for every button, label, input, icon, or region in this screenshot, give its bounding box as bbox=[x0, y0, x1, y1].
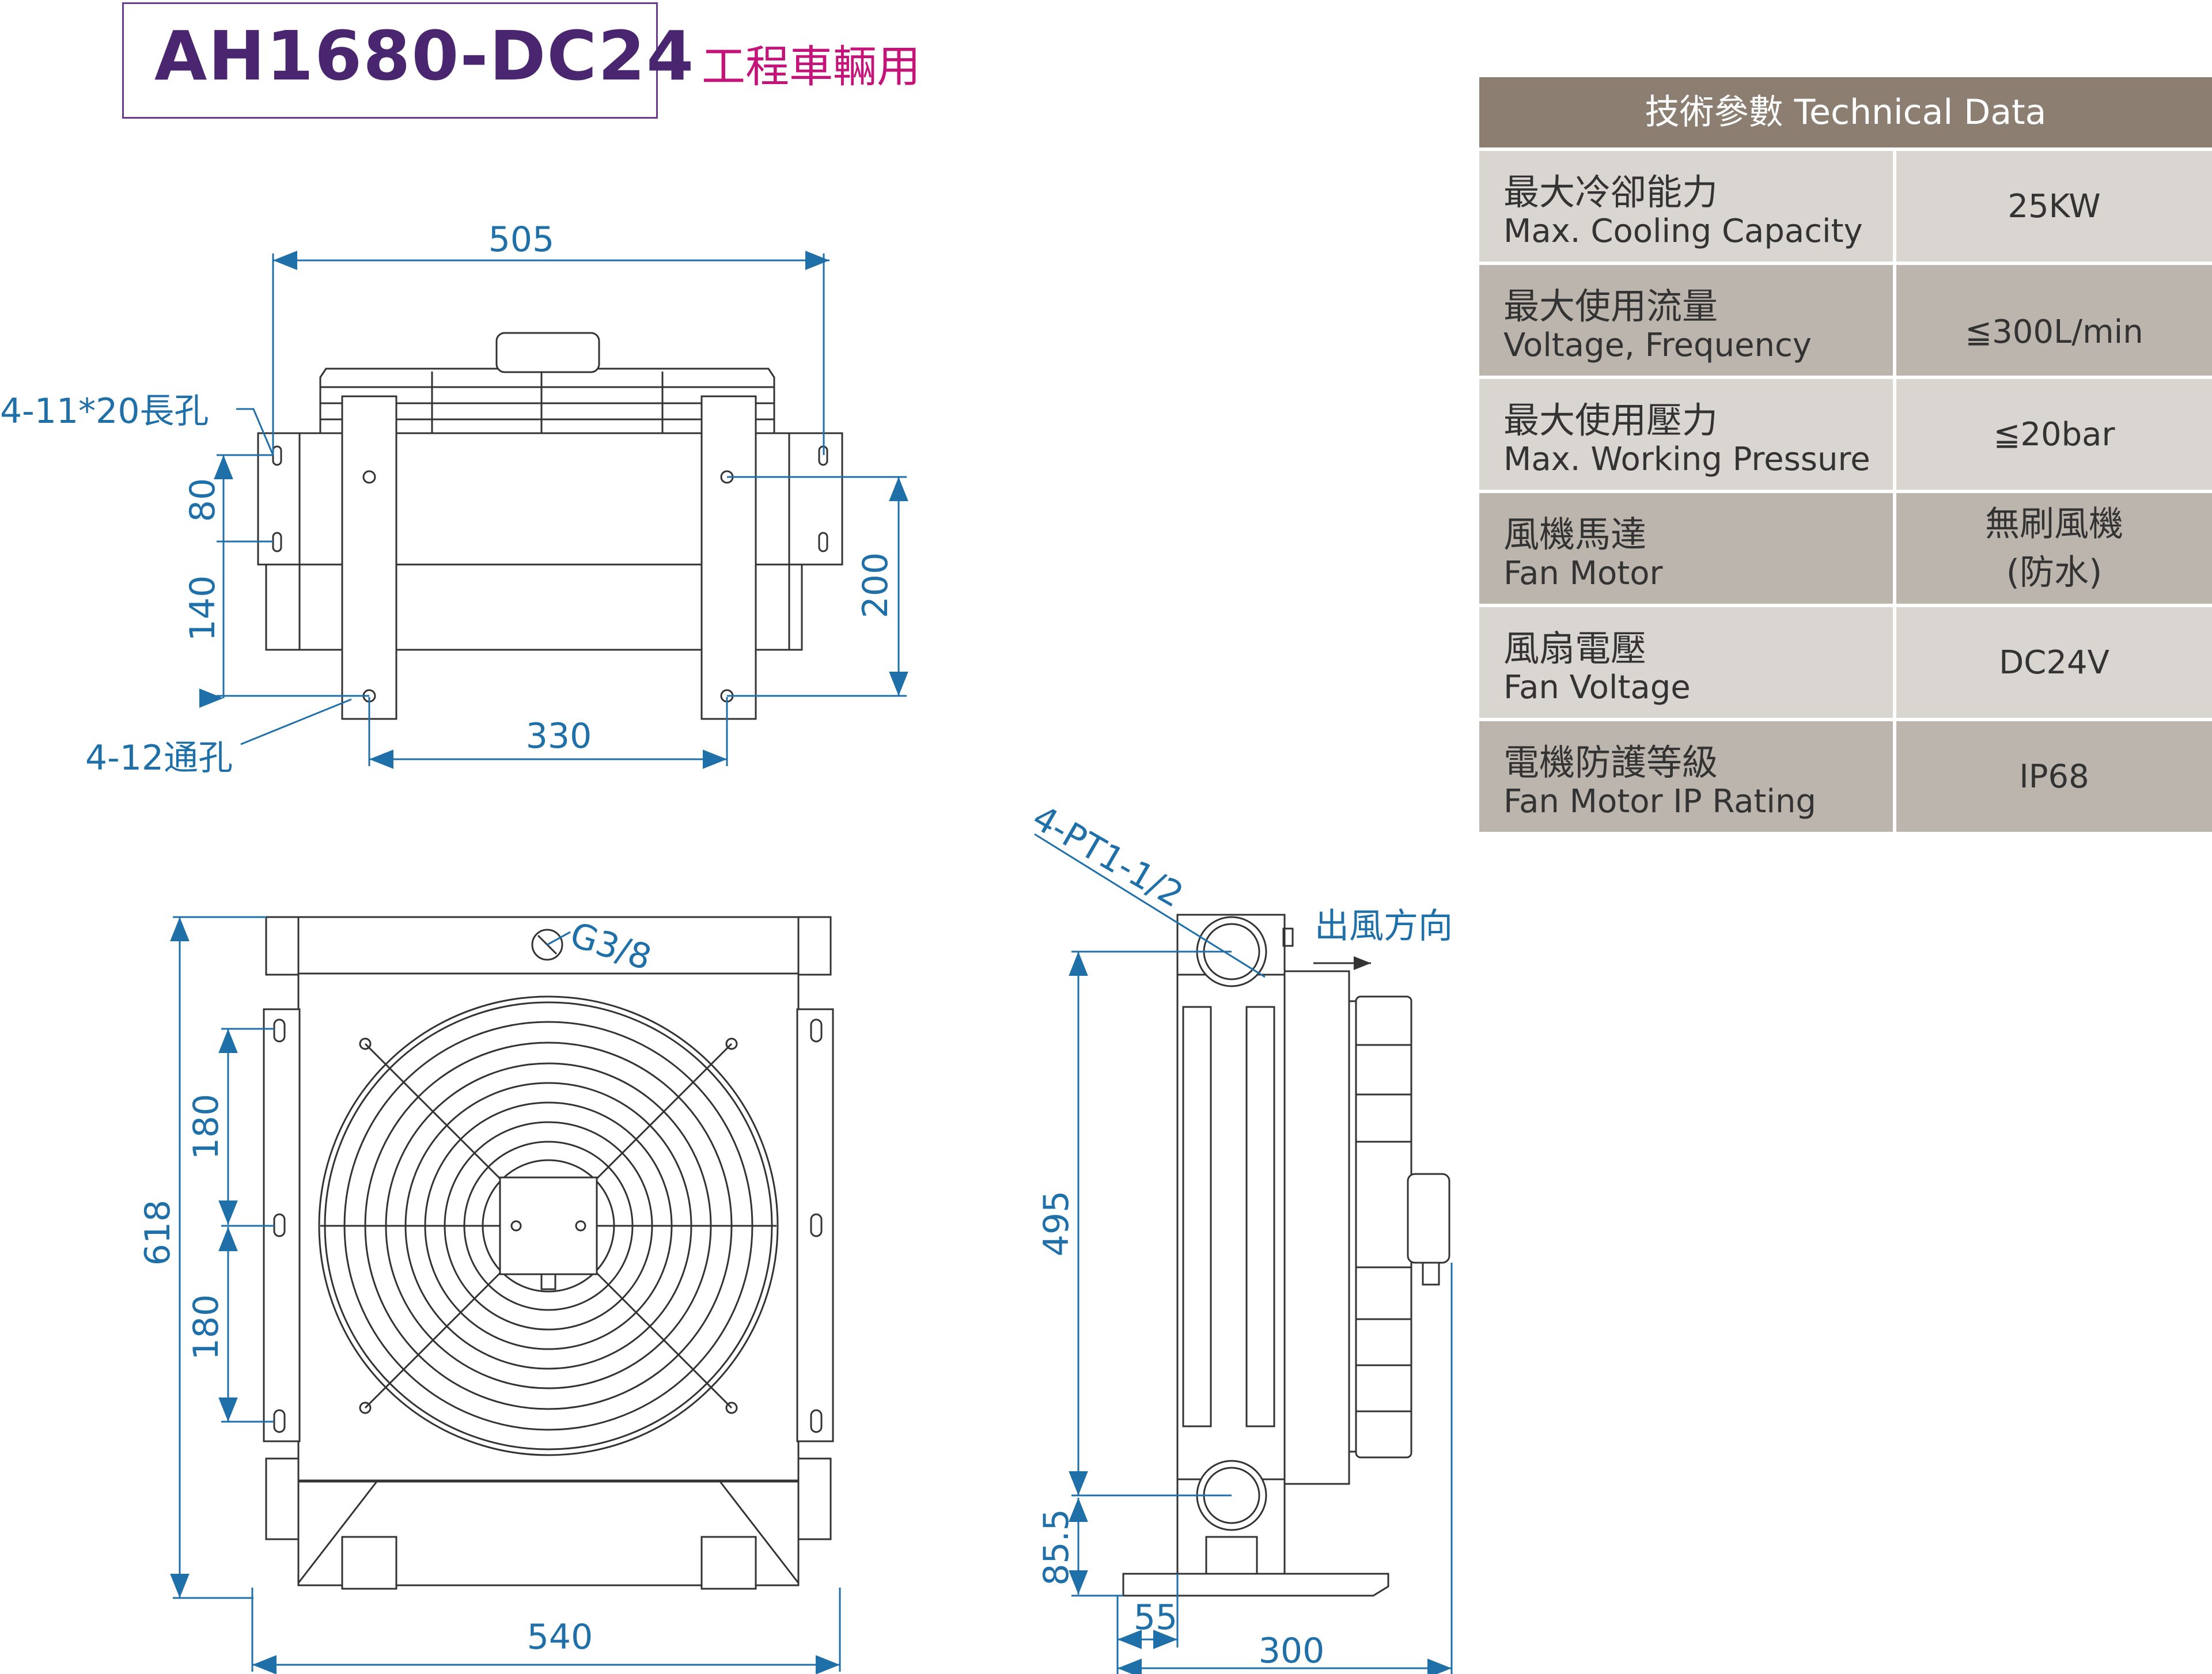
dim-width-505: 505 bbox=[488, 219, 555, 260]
label-holes: 4-12通孔 bbox=[85, 738, 233, 778]
label-slots: 4-11*20長孔 bbox=[0, 391, 209, 431]
dim-140: 140 bbox=[183, 575, 223, 642]
row-label-zh: 最大冷卻能力 bbox=[1503, 171, 1718, 213]
dim-85-5: 85.5 bbox=[1036, 1509, 1077, 1586]
label-port: 4-PT1-1/2 bbox=[1026, 797, 1190, 915]
row-value: ≦300L/min bbox=[1893, 265, 2212, 376]
dim-slot-80: 80 bbox=[183, 478, 223, 522]
row-label-en: Voltage, Frequency bbox=[1503, 327, 1812, 364]
table-header: 技術參數 Technical Data bbox=[1479, 77, 2212, 147]
side-view bbox=[1122, 914, 1450, 1597]
dim-495: 495 bbox=[1036, 1191, 1077, 1257]
side-view-dimensions bbox=[1034, 833, 1453, 1674]
row-value: 25KW bbox=[1893, 151, 2212, 262]
dim-618: 618 bbox=[138, 1200, 178, 1266]
top-view-labels: 505 80 140 200 330 4-11*20長孔 4-12通孔 bbox=[0, 219, 896, 778]
front-view bbox=[263, 916, 834, 1590]
row-label-zh: 電機防護等級 bbox=[1503, 741, 1718, 783]
top-view-dimensions bbox=[214, 251, 908, 769]
row-label-en: Max. Working Pressure bbox=[1503, 441, 1870, 478]
dim-55: 55 bbox=[1134, 1597, 1177, 1638]
row-value: ≦20bar bbox=[1893, 379, 2212, 490]
top-view bbox=[257, 332, 843, 720]
row-value: 無刷風機 (防水) bbox=[1893, 493, 2212, 604]
label-airflow: 出風方向 bbox=[1315, 906, 1453, 946]
row-value: IP68 bbox=[1893, 721, 2212, 832]
dim-540: 540 bbox=[527, 1617, 593, 1657]
front-view-dimensions bbox=[170, 916, 841, 1674]
row-label-zh: 最大使用壓力 bbox=[1503, 399, 1718, 441]
row-label-zh: 風扇電壓 bbox=[1503, 627, 1647, 669]
row-label-zh: 最大使用流量 bbox=[1503, 285, 1718, 327]
row-value: DC24V bbox=[1893, 607, 2212, 718]
row-label-en: Fan Motor bbox=[1503, 555, 1663, 592]
application-subtitle: 工程車輛用 bbox=[702, 41, 921, 92]
row-label-zh: 風機馬達 bbox=[1503, 513, 1647, 555]
model-title: AH1680-DC24 bbox=[154, 16, 695, 96]
row-label-en: Max. Cooling Capacity bbox=[1503, 213, 1863, 250]
dim-lower-180: 180 bbox=[186, 1294, 226, 1361]
row-label-en: Fan Motor IP Rating bbox=[1503, 783, 1816, 820]
dim-300: 300 bbox=[1259, 1631, 1325, 1671]
dim-upper-180: 180 bbox=[186, 1094, 226, 1160]
row-label-en: Fan Voltage bbox=[1503, 669, 1691, 706]
dim-330: 330 bbox=[526, 716, 592, 756]
dim-200: 200 bbox=[855, 552, 896, 619]
title-box bbox=[122, 2, 658, 119]
